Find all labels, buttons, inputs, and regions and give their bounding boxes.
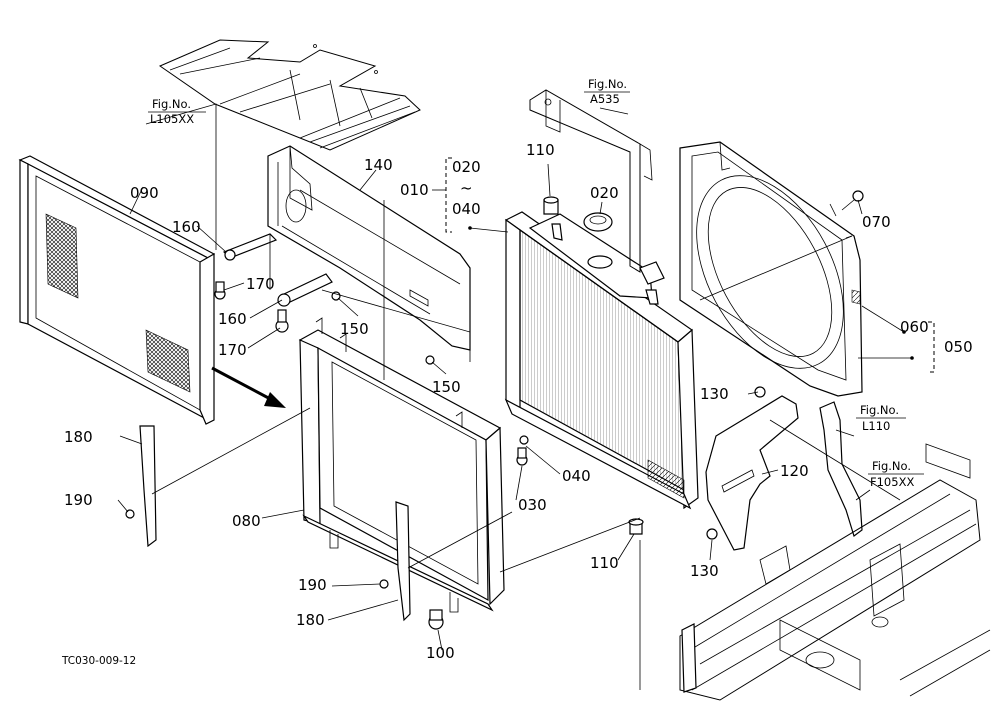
label-040-range: 040 (452, 200, 481, 218)
label-010: 010 (400, 181, 429, 199)
side-stay-180-left (139, 425, 157, 548)
label-140: 140 (364, 156, 393, 174)
upper-hood-panel (158, 39, 421, 151)
label-150-lower: 150 (432, 378, 461, 396)
group-bracket-010 (432, 157, 452, 233)
bracket-120 (705, 395, 799, 551)
label-110-lower: 110 (590, 554, 619, 572)
radiator-cap-020 (583, 212, 613, 232)
label-070: 070 (862, 213, 891, 231)
bracket-160-lower (277, 273, 333, 307)
chassis-frame (679, 443, 991, 701)
part-labels: 090 160 170 160 170 140 150 150 010 020 … (64, 141, 973, 662)
label-040-nut: 040 (562, 467, 591, 485)
label-060: 060 (900, 318, 929, 336)
fig-ref-a535-code: A535 (590, 92, 620, 106)
label-050: 050 (944, 338, 973, 356)
label-100: 100 (426, 644, 455, 662)
group-bracket-050 (928, 321, 935, 373)
front-grille-screen (18, 155, 216, 425)
label-030: 030 (518, 496, 547, 514)
figure-references: Fig.No. L105XX Fig.No. A535 Fig.No. L110… (148, 77, 924, 489)
label-190-right: 190 (298, 576, 327, 594)
label-160-lower: 160 (218, 310, 247, 328)
reservoir-bracket (529, 89, 653, 273)
fig-ref-f105xx-code: F105XX (870, 475, 914, 489)
fig-ref-l105xx-code: L105XX (150, 112, 194, 126)
label-170-upper: 170 (246, 275, 275, 293)
label-020-cap: 020 (590, 184, 619, 202)
label-170-lower: 170 (218, 341, 247, 359)
label-020-range: 020 (452, 158, 481, 176)
fig-ref-a535-title: Fig.No. (588, 77, 627, 91)
label-110-upper: 110 (526, 141, 555, 159)
label-150-upper: 150 (340, 320, 369, 338)
label-180-left: 180 (64, 428, 93, 446)
fig-ref-l105xx-title: Fig.No. (152, 97, 191, 111)
drawing-code: TC030-009-12 (61, 655, 136, 667)
label-190-left: 190 (64, 491, 93, 509)
leader-lines (117, 103, 912, 690)
label-130-lower: 130 (690, 562, 719, 580)
fig-ref-l110-code: L110 (862, 419, 890, 433)
label-120: 120 (780, 462, 809, 480)
side-stay-180-right (395, 501, 411, 622)
label-130-upper: 130 (700, 385, 729, 403)
rubber-mount-110-upper (543, 196, 559, 215)
air-guide-plate (267, 145, 471, 351)
label-080: 080 (232, 512, 261, 530)
fig-ref-l110-title: Fig.No. (860, 403, 899, 417)
label-090: 090 (130, 184, 159, 202)
radiator-core (504, 211, 699, 510)
label-160-upper: 160 (172, 218, 201, 236)
fan-shroud (679, 141, 863, 397)
direction-arrow (211, 366, 286, 408)
stay-l110 (819, 401, 863, 537)
fig-ref-f105xx-title: Fig.No. (872, 459, 911, 473)
bracket-160-upper (222, 233, 278, 261)
label-range-tilde: ~ (460, 179, 473, 197)
label-180-right: 180 (296, 611, 325, 629)
